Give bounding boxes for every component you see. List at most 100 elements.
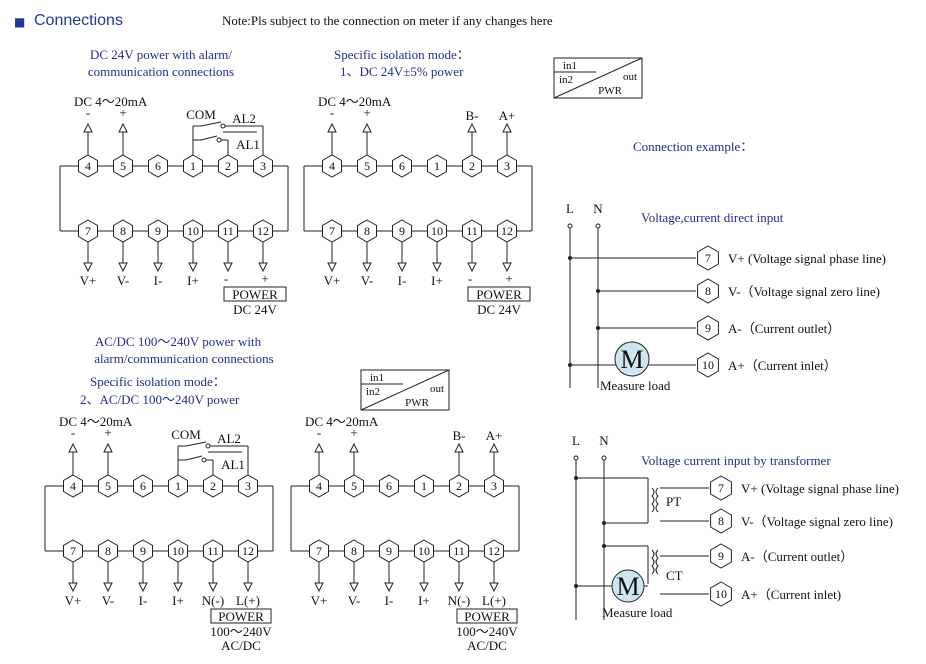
terminal-9-label: 9 (155, 224, 161, 238)
terminal-1-hex (427, 154, 447, 178)
line-L-terminal-icon (573, 455, 579, 461)
terminal-2-hex (449, 474, 469, 498)
terminal-4-hex (78, 154, 98, 178)
legend-box (553, 57, 643, 99)
input-plus: + (363, 105, 370, 120)
output-arrow-icon (467, 262, 477, 273)
output-arrow-icon (258, 262, 268, 273)
terminal-2-hex (203, 474, 223, 498)
line-N-terminal-icon (601, 455, 607, 461)
output-arrow-icon (208, 582, 218, 593)
terminal-5-hex (98, 474, 118, 498)
sec2-title-line2: alarm/communication connections (94, 351, 273, 366)
terminal-4-label: 4 (316, 479, 322, 493)
output-arrow-icon (327, 262, 337, 273)
junction-icon (568, 363, 572, 367)
terminal-9-label: 9 (140, 544, 146, 558)
line-L-label: L (566, 201, 574, 216)
terminal-7-label: 7 (85, 224, 91, 238)
example-title: Connection example： (633, 139, 753, 154)
example-label-7: V+ (Voltage signal phase line) (728, 251, 886, 266)
terminal-3-label: 3 (245, 479, 251, 493)
comm-arrow-icon (489, 442, 499, 453)
terminal-6-hex (392, 154, 412, 178)
terminal-7-label: 7 (329, 224, 335, 238)
example-label-10: A+（Current inlet） (728, 358, 837, 373)
sec1-iso-mode: Specific isolation mode： (334, 47, 470, 62)
terminal-8-label: 8 (351, 544, 357, 558)
output-arrow-icon (153, 262, 163, 273)
dc-input-label: DC 4～20mA (318, 94, 392, 109)
ct-label: CT (666, 568, 683, 583)
terminal-3-hex (497, 154, 517, 178)
contact-icon (220, 123, 226, 129)
terminal-5-hex (344, 474, 364, 498)
terminal-5-label: 5 (120, 159, 126, 173)
terminal-1-label: 1 (190, 159, 196, 173)
terminal-12-label: 12 (242, 544, 254, 558)
output-arrow-icon (103, 582, 113, 593)
example-terminal-8-label: 8 (718, 514, 724, 528)
terminal-9-label: 9 (399, 224, 405, 238)
terminal-8-label: 8 (120, 224, 126, 238)
example-terminal-10-hex (710, 581, 732, 607)
terminal-5-hex (113, 154, 133, 178)
output-label-3: I+ (418, 593, 430, 608)
acdc-label: AC/DC (221, 638, 261, 653)
power-minus: - (468, 271, 472, 286)
sec1-title-line2: communication connections (88, 64, 234, 79)
output-arrow-icon (489, 582, 499, 593)
terminal-5-hex (357, 154, 377, 178)
example-terminal-10-hex (697, 352, 719, 378)
example-terminal-8-hex (710, 508, 732, 534)
input-minus: - (71, 425, 75, 440)
example-terminal-8-hex (697, 278, 719, 304)
line-N-terminal-icon (595, 223, 601, 229)
example-label-9: A-（Current outlet） (741, 549, 853, 564)
sec2-iso-power: 2、AC/DC 100～240V power (80, 392, 240, 407)
com-label: COM (171, 427, 201, 442)
terminal-2-label: 2 (456, 479, 462, 493)
terminal-6-hex (379, 474, 399, 498)
terminal-1-hex (168, 474, 188, 498)
terminal-5-label: 5 (351, 479, 357, 493)
output-arrow-icon (173, 582, 183, 593)
a-plus-label: A+ (486, 428, 503, 443)
comm-arrow-icon (467, 122, 477, 133)
dc-input-label: DC 4～20mA (74, 94, 148, 109)
motor-label: M (616, 572, 639, 601)
bullet-icon: ■ (14, 15, 25, 29)
power-box (210, 608, 272, 624)
input-plus: + (119, 105, 126, 120)
example-label-8: V-（Voltage signal zero line) (741, 514, 893, 529)
terminal-10-label: 10 (418, 544, 430, 558)
line-L-label: L (572, 433, 580, 448)
terminal-2-label: 2 (469, 159, 475, 173)
page-title: Connections (34, 12, 123, 29)
dc24-label: DC 24V (477, 302, 521, 317)
input-arrow-icon (83, 122, 93, 133)
junction-icon (574, 476, 578, 480)
switch-al1 (200, 135, 218, 141)
n-minus-label: N(-) (202, 593, 224, 608)
contact-icon (216, 137, 222, 143)
power-label: POWER (476, 287, 522, 302)
line-N-label: N (599, 433, 609, 448)
output-label-1: V- (348, 593, 361, 608)
output-arrow-icon (138, 582, 148, 593)
motor-icon (614, 341, 650, 377)
dc-input-label: DC 4～20mA (305, 414, 379, 429)
l-plus-label: L(+) (236, 593, 260, 608)
legend-in2: in2 (559, 74, 573, 86)
legend-box (360, 369, 450, 411)
switch-al2 (185, 441, 207, 447)
example-terminal-9-hex (710, 543, 732, 569)
ac-range-label: 100～240V (210, 624, 272, 639)
output-label-3: I+ (172, 593, 184, 608)
terminal-12-label: 12 (488, 544, 500, 558)
